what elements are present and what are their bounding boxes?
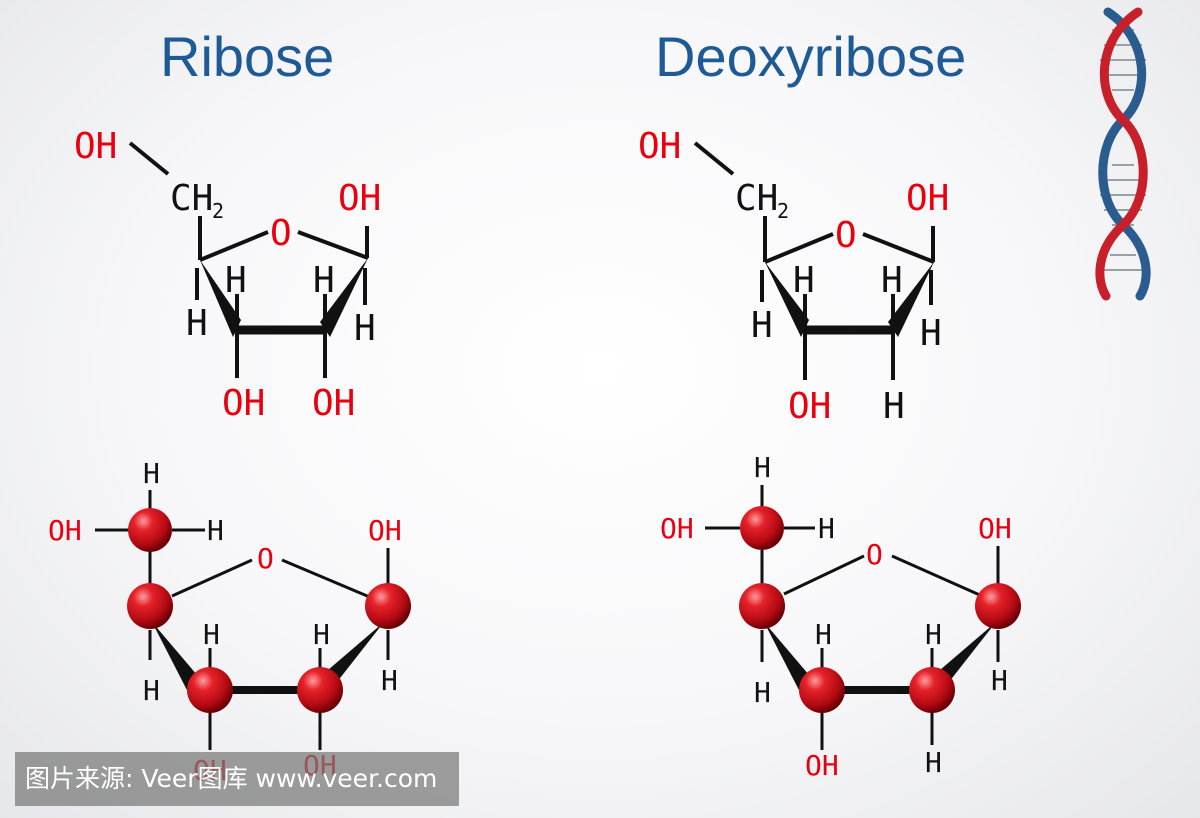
atom-label: H <box>818 512 835 545</box>
atom-label: OH <box>788 386 831 427</box>
carbon-atom-sphere <box>187 667 233 713</box>
ribose-ball-model: H OH H O OH H H H H OH OH <box>48 457 411 787</box>
atom-label: H <box>793 260 815 301</box>
atom-label: H <box>815 618 832 651</box>
atom-label: 2 <box>777 199 789 223</box>
atom-label: H <box>991 664 1008 697</box>
atom-label: OH <box>74 126 117 167</box>
atom-label: O <box>866 538 883 571</box>
atom-label: H <box>920 313 942 354</box>
atom-label: H <box>881 260 903 301</box>
atom-label: H <box>203 618 220 651</box>
atom-label: H <box>313 618 330 651</box>
title-ribose: Ribose <box>160 25 335 88</box>
atom-label: H <box>354 308 376 349</box>
ribose-structural-labels: OH CH 2 O OH H H H H OH OH <box>74 126 381 424</box>
atom-label: H <box>883 386 905 427</box>
atom-label: OH <box>48 514 82 547</box>
atom-label: O <box>270 213 292 254</box>
carbon-atom-sphere <box>297 667 343 713</box>
atom-label: H <box>313 260 335 301</box>
atom-label: H <box>225 260 247 301</box>
atom-label: OH <box>638 126 681 167</box>
carbon-atom-sphere <box>909 667 955 713</box>
carbon-atom-sphere <box>128 508 172 552</box>
deoxyribose-structural-labels: OH CH 2 O OH H H H H OH H <box>638 126 949 427</box>
atom-label: OH <box>906 178 949 219</box>
deoxyribose-structural-formula <box>693 141 935 380</box>
title-deoxyribose: Deoxyribose <box>655 25 967 88</box>
atom-label: H <box>143 457 160 490</box>
atom-label: H <box>143 674 160 707</box>
carbon-atom-sphere <box>739 583 785 629</box>
watermark-banner: 图片来源: Veer图库 www.veer.com <box>15 752 459 806</box>
ribose-structural-formula <box>128 141 369 378</box>
atom-label: H <box>925 618 942 651</box>
carbon-atom-sphere <box>740 506 784 550</box>
atom-label: CH <box>170 178 213 219</box>
atom-label: OH <box>660 512 694 545</box>
atom-label: H <box>754 451 771 484</box>
carbon-atom-sphere <box>365 583 411 629</box>
carbon-atom-sphere <box>127 583 173 629</box>
atom-label: H <box>751 305 773 346</box>
atom-label: H <box>186 303 208 344</box>
atom-label: OH <box>805 749 839 782</box>
atom-label: OH <box>978 512 1012 545</box>
carbon-atom-sphere <box>975 583 1021 629</box>
carbon-atom-sphere <box>799 667 845 713</box>
deoxyribose-ball-model: H OH H O OH H H H H OH H <box>660 451 1021 782</box>
atom-label: O <box>835 215 857 256</box>
atom-label: OH <box>222 383 265 424</box>
atom-label: H <box>754 676 771 709</box>
dna-helix-icon <box>1095 7 1151 301</box>
atom-label: CH <box>735 178 778 219</box>
atom-label: O <box>257 542 274 575</box>
atom-label: H <box>381 664 398 697</box>
atom-label: OH <box>368 514 402 547</box>
atom-label: OH <box>312 383 355 424</box>
atom-label: OH <box>338 178 381 219</box>
atom-label: H <box>207 514 224 547</box>
atom-label: H <box>925 746 942 779</box>
atom-label: 2 <box>212 199 224 223</box>
